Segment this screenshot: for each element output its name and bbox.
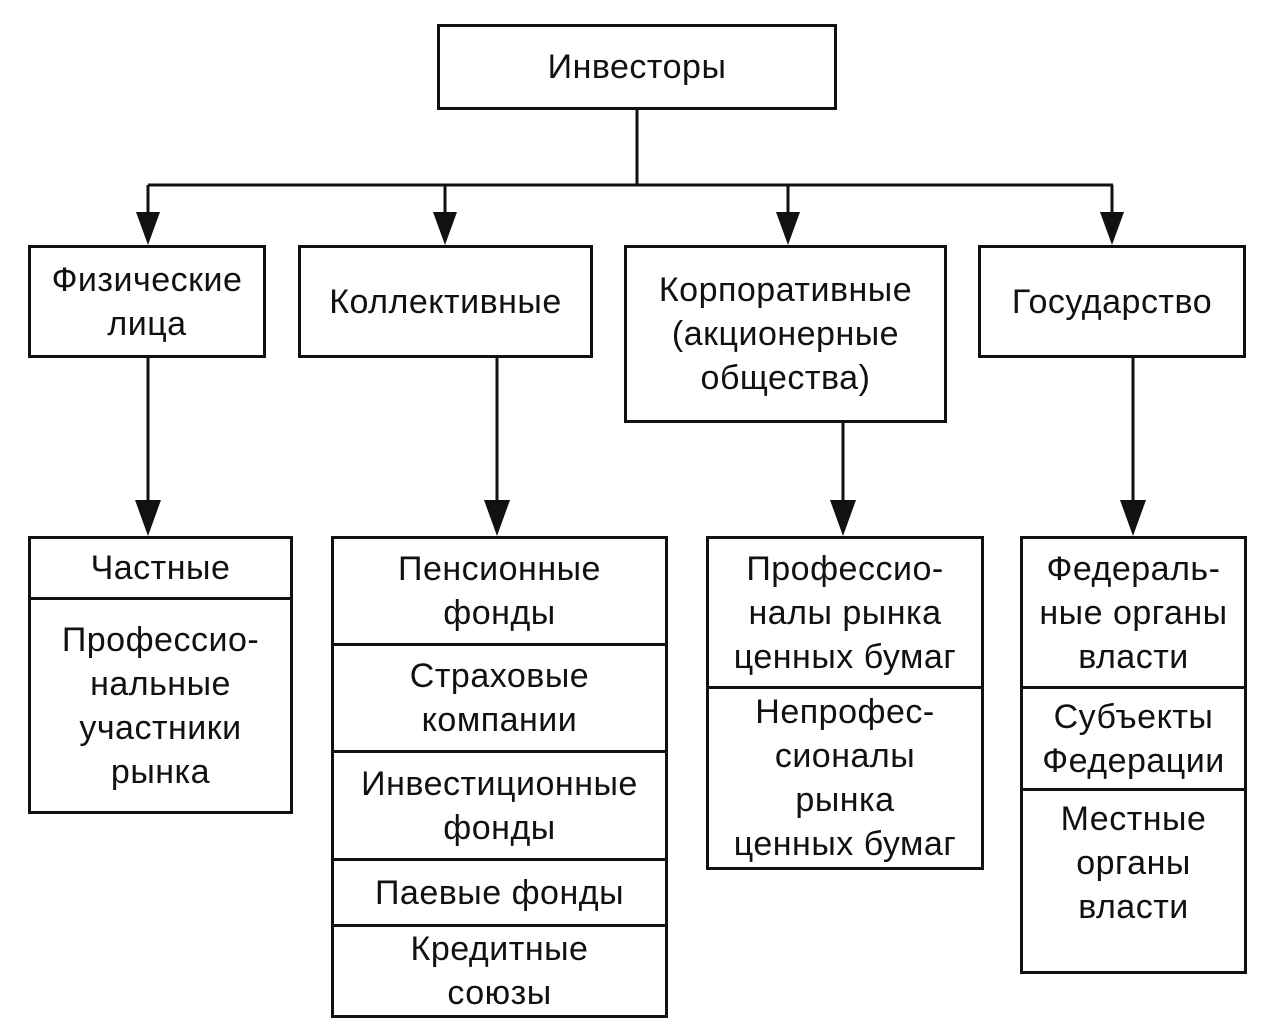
individuals-subtypes-stack: Частные Профессио- нальные участники рын… <box>28 536 293 814</box>
state-subtypes-stack: Федераль- ные органы власти Субъекты Фед… <box>1020 536 1247 974</box>
category-individuals-label: Физические лица <box>51 260 243 343</box>
subtype-federal-authorities: Федераль- ные органы власти <box>1023 539 1244 686</box>
subtype-private-label: Частные <box>90 549 231 587</box>
arrow-to-individuals <box>136 185 160 245</box>
subtype-investment-funds-label: Инвестиционные фонды <box>361 764 638 847</box>
subtype-mutual-funds: Паевые фонды <box>334 858 665 924</box>
subtype-federation-subjects: Субъекты Федерации <box>1023 686 1244 788</box>
subtype-insurance-companies: Страховые компании <box>334 642 665 751</box>
root-box: Инвесторы <box>437 24 837 110</box>
subtype-credit-unions-label: Кредитные союзы <box>410 929 589 1012</box>
arrow-to-corporate <box>776 185 800 245</box>
category-individuals-box: Физические лица <box>28 245 266 358</box>
subtype-private: Частные <box>31 539 290 597</box>
category-state-label: Государство <box>1011 282 1213 321</box>
category-collective-box: Коллективные <box>298 245 593 358</box>
subtype-pension-funds-label: Пенсионные фонды <box>398 549 601 632</box>
subtype-pension-funds: Пенсионные фонды <box>334 539 665 643</box>
category-corporate-label: Корпоративные (акционерные общества) <box>658 271 913 397</box>
subtype-local-authorities: Местные органы власти <box>1023 788 1244 971</box>
root-label: Инвесторы <box>547 48 727 86</box>
subtype-securities-professionals: Профессио- налы рынка ценных бумаг <box>709 539 981 686</box>
arrow-individuals-to-subtypes <box>135 356 161 536</box>
arrow-corporate-to-subtypes <box>830 421 856 536</box>
arrow-to-collective <box>433 185 457 245</box>
arrow-collective-to-subtypes <box>484 356 510 536</box>
subtype-securities-non-professionals: Непрофес- сионалы рынка ценных бумаг <box>709 686 981 867</box>
subtype-mutual-funds-label: Паевые фонды <box>374 873 625 912</box>
category-collective-label: Коллективные <box>329 282 562 321</box>
subtype-credit-unions: Кредитные союзы <box>334 923 665 1015</box>
category-state-box: Государство <box>978 245 1246 358</box>
subtype-federation-subjects-label: Субъекты Федерации <box>1042 697 1225 780</box>
category-corporate-box: Корпоративные (акционерные общества) <box>624 245 947 423</box>
subtype-professional-participants-label: Профессио- нальные участники рынка <box>61 620 260 791</box>
subtype-professional-participants: Профессио- нальные участники рынка <box>31 597 290 811</box>
subtype-local-authorities-label: Местные органы власти <box>1060 800 1207 926</box>
subtype-insurance-companies-label: Страховые компании <box>409 657 590 740</box>
corporate-subtypes-stack: Профессио- налы рынка ценных бумаг Непро… <box>706 536 984 870</box>
subtype-securities-professionals-label: Профессио- налы рынка ценных бумаг <box>733 549 957 676</box>
subtype-securities-non-professionals-label: Непрофес- сионалы рынка ценных бумаг <box>733 693 957 863</box>
collective-subtypes-stack: Пенсионные фонды Страховые компании Инве… <box>331 536 668 1018</box>
subtype-federal-authorities-label: Федераль- ные органы власти <box>1039 549 1228 676</box>
arrow-to-state <box>1100 185 1124 245</box>
subtype-investment-funds: Инвестиционные фонды <box>334 750 665 858</box>
arrow-state-to-subtypes <box>1120 356 1146 536</box>
